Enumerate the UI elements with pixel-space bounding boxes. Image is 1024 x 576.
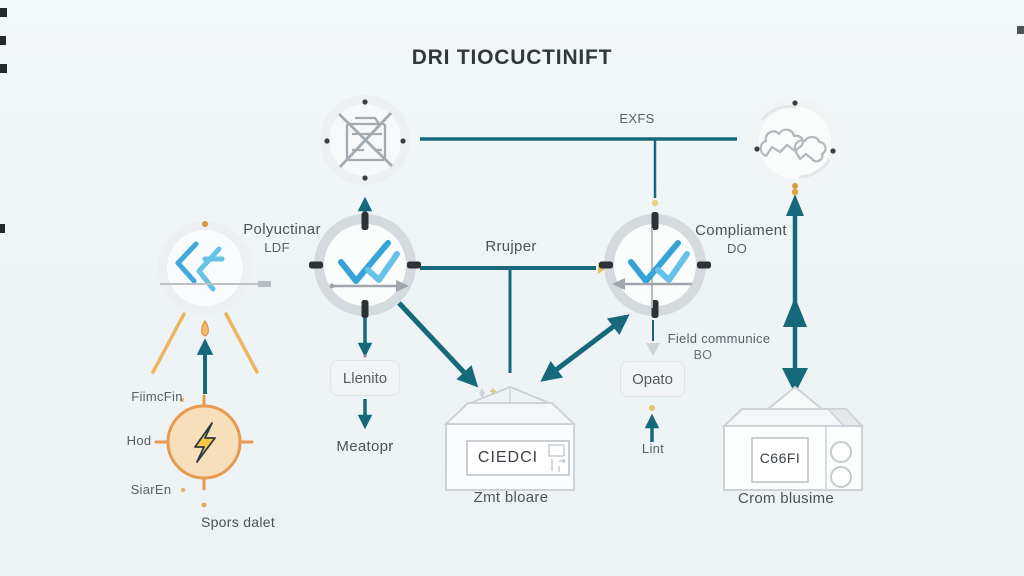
edge-diagonal-double — [540, 314, 630, 382]
node-llenito: Llenito — [331, 361, 399, 395]
lightning-bolt-icon — [194, 422, 216, 463]
ring-ticks — [599, 212, 711, 318]
yellow-sparkle — [490, 388, 496, 394]
label-zmt-bloare: Zmt bloare — [473, 489, 549, 506]
energy-ticks — [154, 394, 254, 491]
node-check-center — [309, 212, 421, 318]
molecule-ring-dots — [754, 100, 836, 189]
diagram-title: DRI TIOCUCTINIFT — [411, 46, 613, 69]
label-polyuctinar-sub: LDF — [264, 240, 290, 255]
double-check-icon — [628, 240, 690, 284]
node-energy — [154, 394, 254, 491]
label-meatopr: Meatopr — [336, 438, 394, 455]
node-check-right — [599, 212, 711, 318]
node-machine — [320, 95, 410, 185]
horizontal-axis-arrow — [612, 278, 692, 290]
machine-ring-dots — [324, 99, 406, 181]
horizontal-axis-arrow — [329, 280, 409, 292]
label-polyuctinar: Polyuctinar — [243, 221, 321, 238]
gray-arrowhead — [646, 343, 660, 356]
label-spors-dalet: Spors dalet — [200, 514, 276, 530]
edge-diagonal-left — [397, 301, 479, 388]
label-rrujper: Rrujper — [485, 238, 537, 255]
orange-drop-marker — [201, 319, 209, 337]
right-vertical-arrowheads — [782, 194, 808, 394]
node-code — [151, 221, 271, 374]
label-lint: Lint — [641, 441, 665, 456]
crossed-device-icon — [338, 112, 393, 168]
label-fiimcfin: FiimcFin — [131, 389, 183, 404]
edge-artifacts — [0, 8, 1024, 233]
label-compliament: Compliament — [695, 222, 787, 239]
ring-ticks — [309, 212, 421, 318]
box-ciedci — [443, 385, 577, 491]
node-opato: Opato — [621, 362, 684, 396]
ring-arcs — [760, 105, 831, 179]
double-check-icon — [338, 240, 400, 284]
molecule-icon — [759, 128, 827, 163]
label-siaren: SiarEn — [130, 482, 172, 497]
label-field-communice-sub: BO — [693, 348, 713, 362]
label-hod: Hod — [126, 433, 152, 448]
label-field-communice: Field communice — [667, 331, 771, 346]
label-compliament-sub: DO — [726, 241, 748, 256]
orange-top-dot — [202, 221, 208, 227]
label-exfs: EXFS — [619, 111, 655, 126]
box-c66fi — [721, 385, 865, 491]
tripod-legs — [151, 312, 259, 374]
ciedci-panel-pattern — [548, 444, 565, 472]
label-ciedci: CIEDCI — [477, 449, 539, 466]
gray-sparkle — [479, 388, 485, 398]
node-molecule — [749, 97, 841, 189]
axis-end-marker — [258, 281, 271, 287]
connectors — [196, 137, 798, 442]
label-c66fi: C66FI — [759, 450, 801, 466]
label-crom-blusime: Crom blusime — [737, 490, 835, 507]
